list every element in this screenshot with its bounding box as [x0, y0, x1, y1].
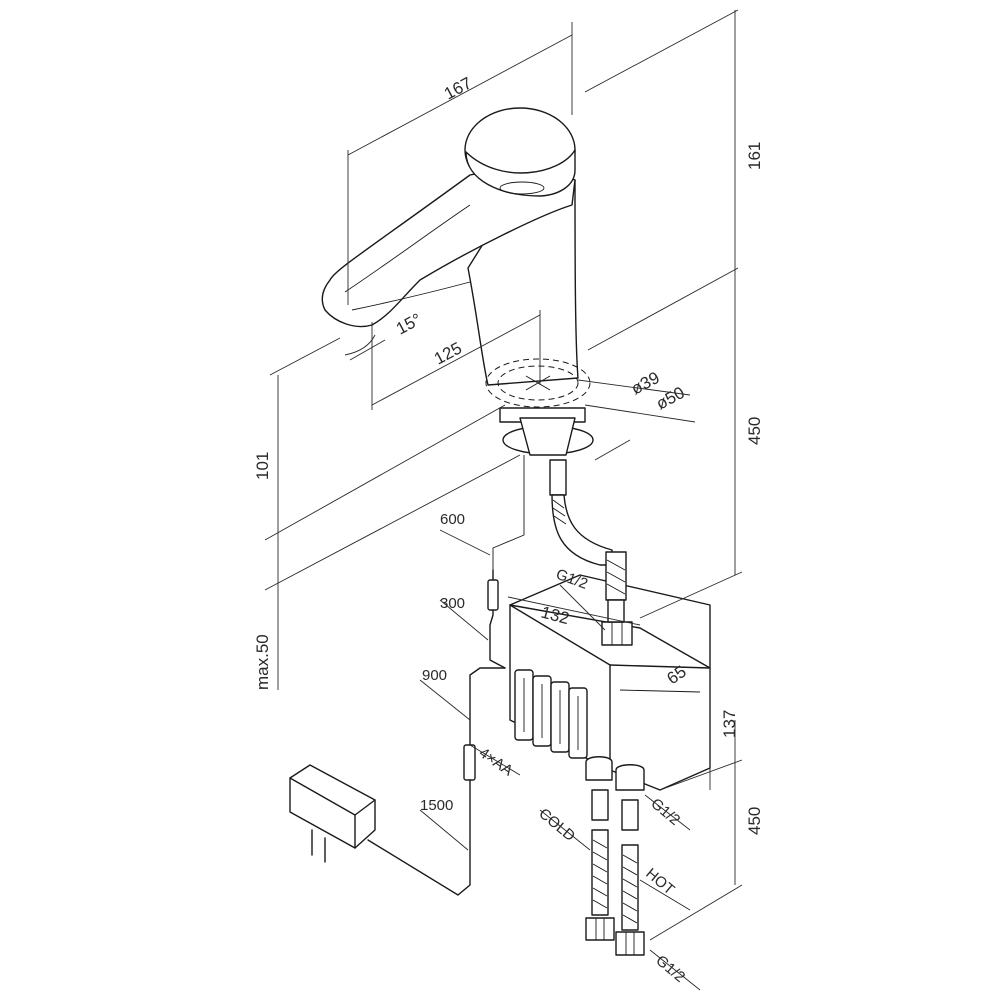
- hose-braid-cold: [592, 839, 608, 909]
- label-height-below: 450: [745, 417, 764, 445]
- label-thread-mid: G1/2: [647, 795, 683, 829]
- label-cable-sensor: 600: [440, 511, 465, 528]
- label-battery: 4×AA: [476, 744, 516, 779]
- label-spout-reach: 125: [431, 338, 465, 368]
- label-spout-length: 167: [441, 73, 475, 103]
- label-cable-battery: 900: [422, 667, 447, 684]
- label-height-deck: 101: [253, 452, 272, 480]
- label-hot: HOT: [642, 865, 677, 898]
- mounting-hardware: [492, 407, 613, 570]
- label-max-deck: max.50: [253, 634, 272, 690]
- label-box-height: 137: [720, 710, 739, 738]
- label-hose-lower: 450: [745, 807, 764, 835]
- label-cold: COLD: [535, 805, 578, 845]
- cables: [367, 569, 506, 896]
- power-adapter: [289, 764, 376, 863]
- label-thread-top: G1/2: [554, 566, 590, 593]
- label-height-top: 161: [745, 142, 764, 170]
- faucet-body: [321, 107, 591, 408]
- label-thread-bottom: G1/2: [652, 952, 688, 986]
- label-cable-adapter: 1500: [420, 797, 453, 814]
- battery-pack: [514, 669, 588, 759]
- inlet-hose-top: [601, 551, 633, 646]
- label-spout-angle: 15°: [393, 310, 425, 339]
- label-cable-box: 300: [440, 595, 465, 612]
- dimension-lines: [264, 9, 743, 991]
- cable-labels: 600 300 900 1500: [420, 511, 465, 814]
- hose-braid-hot: [622, 854, 638, 924]
- label-diameter-outer: ø50: [653, 383, 688, 414]
- inlet-hoses-bottom: [585, 756, 645, 956]
